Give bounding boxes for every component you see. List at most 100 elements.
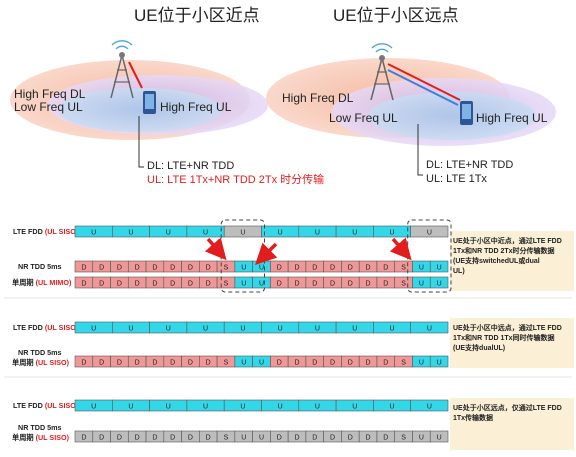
right-dl-note: DL: LTE+NR TDD: [426, 159, 513, 171]
left-ul-note: UL: LTE 1Tx+NR TDD 2Tx 时分传输: [147, 172, 324, 186]
nr-slot-label: D: [294, 360, 299, 367]
nr-slot-label: D: [81, 435, 86, 442]
nr-slot-label: D: [366, 360, 371, 367]
nr-slot-label: D: [81, 265, 86, 272]
nr-slot-label: S: [224, 265, 229, 272]
note-text: UE处于小区远点，仅通过LTE FDD 1Tx传输数据: [453, 403, 564, 422]
nr-slot-label: D: [294, 435, 299, 442]
nr-slot-label: D: [170, 435, 175, 442]
nr-slot-label: D: [135, 360, 140, 367]
nr-slot-label: D: [99, 281, 104, 288]
nr-slot-label: S: [224, 435, 229, 442]
lte-slot-label: U: [390, 326, 395, 333]
lte-slot-label: U: [91, 230, 96, 237]
nr-slot-label: D: [170, 360, 175, 367]
nr-slot-label: U: [419, 435, 424, 442]
nr-slot-label: D: [330, 360, 335, 367]
near-point-scene: UE位于小区近点 High Freq DL Low Freq UL High F…: [10, 6, 324, 186]
nr-slot: [429, 260, 449, 273]
lte-slot-label: U: [128, 326, 133, 333]
switch-highlight: [204, 219, 452, 293]
nr-period-label: 单周期 (UL SISO): [12, 433, 70, 442]
nr-slot-label: D: [152, 281, 157, 288]
lte-slot-label: U: [91, 404, 96, 411]
nr-slot-label: U: [241, 281, 246, 288]
high-freq-ul-coverage: [58, 88, 222, 132]
left-low-ul-label: Low Freq UL: [14, 100, 83, 114]
phone-icon: [143, 91, 156, 114]
nr-slot-label: D: [135, 265, 140, 272]
panel-note: UE处于小区中远点，通过LTE FDD 1Tx和NR TDD 1Tx同时传输数据…: [450, 318, 574, 368]
lte-slot-label: U: [315, 404, 320, 411]
note-background: [450, 231, 574, 291]
nr-slot-label: U: [259, 281, 264, 288]
near-point-title: UE位于小区近点: [134, 6, 260, 25]
nr-slot-label: D: [366, 435, 371, 442]
nr-slot-label: D: [117, 281, 122, 288]
note-text: UE处于小区中远点，通过LTE FDD 1Tx和NR TDD 1Tx同时传输数据…: [453, 323, 564, 352]
nr-slot-label: D: [330, 435, 335, 442]
nr-slot-label: D: [206, 281, 211, 288]
lte-slot-label: U: [278, 404, 283, 411]
far-link-red: [387, 63, 461, 101]
nr-slot-label: D: [330, 265, 335, 272]
nr-slot-label: D: [152, 360, 157, 367]
lte-slot: [410, 225, 449, 238]
switch-arrow-2: [255, 242, 278, 265]
nr-slot-label: D: [206, 265, 211, 272]
nr-slot-label: D: [383, 281, 388, 288]
right-low-ul-label: Low Freq UL: [329, 111, 398, 125]
left-high-ul-label: High Freq UL: [160, 100, 232, 114]
far-link-blue: [387, 69, 459, 106]
right-dl-label: High Freq DL: [282, 91, 354, 105]
lte-slot-label: U: [390, 404, 395, 411]
left-dl-note: DL: LTE+NR TDD: [147, 160, 234, 172]
nr-slot-label: U: [241, 435, 246, 442]
left-dl-label: High Freq DL: [14, 87, 86, 101]
nr-slot-label: D: [117, 265, 122, 272]
lte-slot-label: U: [278, 326, 283, 333]
lte-slot-label: U: [278, 230, 283, 237]
lte-slot-label: U: [203, 230, 208, 237]
lte-slot-label: U: [166, 230, 171, 237]
nr-slot-label: D: [330, 281, 335, 288]
nr-tdd-label: NR TDD 5ms: [18, 262, 62, 271]
lte-slot-label: U: [203, 404, 208, 411]
lte-slot-label: U: [240, 326, 245, 333]
high-freq-ul-coverage-far: [368, 92, 536, 140]
note-background: [450, 318, 574, 368]
nr-slot-label: D: [348, 360, 353, 367]
nr-slot-label: D: [99, 435, 104, 442]
lte-slot-label: U: [352, 404, 357, 411]
lte-slot-label: U: [352, 230, 357, 237]
nr-slot-label: D: [277, 360, 282, 367]
lte-slot-label: U: [315, 230, 320, 237]
nr-slot: [429, 430, 449, 443]
lte-fdd-label: LTE FDD (UL SISO): [13, 401, 79, 410]
lte-slot-label: U: [427, 404, 432, 411]
lte-fdd-label: LTE FDD (UL SISO): [13, 323, 79, 332]
lte-slot-label: U: [240, 230, 245, 237]
lte-slot-label: U: [91, 326, 96, 333]
nr-tdd-label: 单周期 (UL MIMO): [12, 278, 72, 287]
nr-slot: [429, 276, 449, 289]
nr-slot-label: D: [99, 360, 104, 367]
nr-slot-label: S: [224, 281, 229, 288]
lte-slot-label: U: [240, 404, 245, 411]
nr-slot-label: U: [437, 265, 442, 272]
nr-slot-label: D: [81, 360, 86, 367]
lte-slot-label: U: [352, 326, 357, 333]
nr-slot-label: D: [383, 435, 388, 442]
nr-slot-label: D: [312, 360, 317, 367]
nr-slot-label: D: [312, 435, 317, 442]
nr-period-label: 单周期 (UL SISO): [12, 358, 70, 367]
nr-slot-label: D: [170, 281, 175, 288]
nr-slot-label: D: [206, 435, 211, 442]
nr-slot-label: D: [117, 360, 122, 367]
lte-slot-label: U: [128, 404, 133, 411]
lte-slot-label: U: [128, 230, 133, 237]
nr-slot-label: D: [152, 435, 157, 442]
